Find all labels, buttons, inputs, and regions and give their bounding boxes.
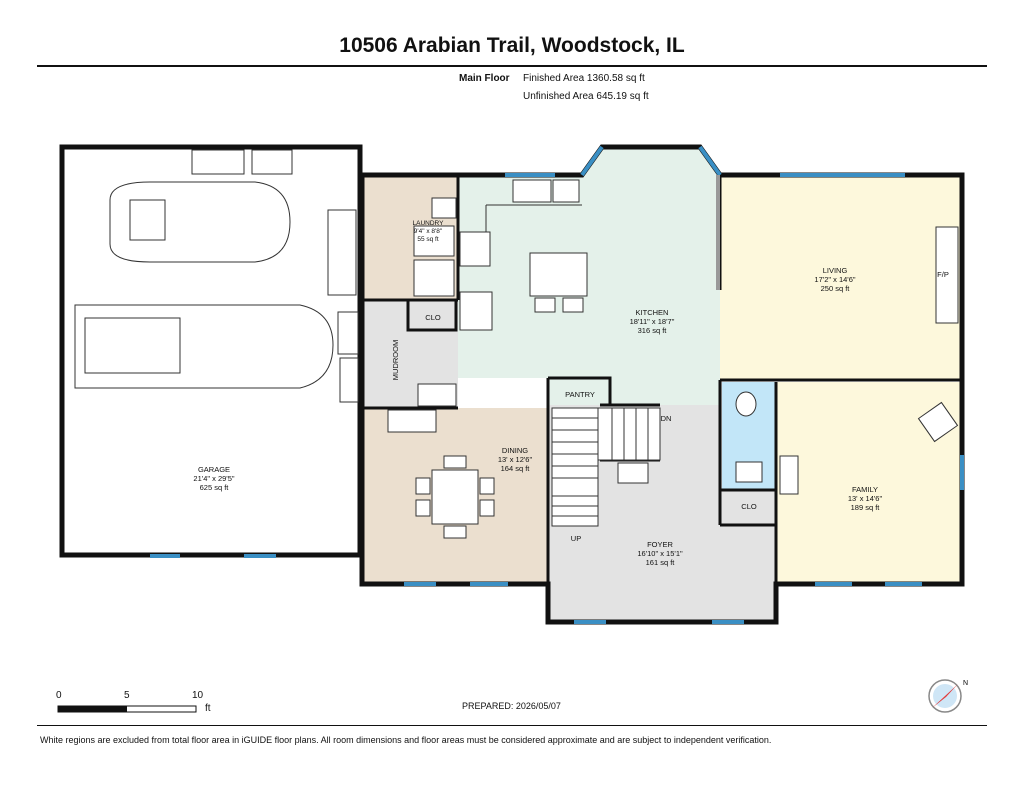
living-fill [720, 175, 962, 380]
svg-text:FAMILY: FAMILY [852, 485, 878, 494]
scale-bar [57, 705, 197, 713]
clo-label-2: CLO [741, 502, 757, 511]
family-label: FAMILY 13' x 14'6" 189 sq ft [848, 485, 883, 512]
clo-label-1: CLO [425, 313, 441, 322]
finished-area: Finished Area 1360.58 sq ft [523, 73, 645, 84]
svg-text:GARAGE: GARAGE [198, 465, 230, 474]
kitchen-label: KITCHEN 18'11" x 18'7" 316 sq ft [630, 308, 675, 335]
svg-text:13' x 12'6": 13' x 12'6" [498, 455, 533, 464]
living-label: LIVING 17'2" x 14'6" 250 sq ft [814, 266, 855, 293]
svg-text:55 sq ft: 55 sq ft [417, 236, 439, 243]
laundry-label: LAUNDRY 9'4" x 8'8" 55 sq ft [413, 220, 445, 243]
windows [150, 145, 964, 624]
svg-text:FOYER: FOYER [647, 540, 673, 549]
prepared-date: PREPARED: 2026/05/07 [462, 701, 561, 711]
scale-unit: ft [205, 703, 211, 714]
svg-text:250 sq ft: 250 sq ft [821, 284, 851, 293]
floor-name: Main Floor [459, 73, 510, 84]
footer-rule [37, 725, 987, 726]
svg-text:161 sq ft: 161 sq ft [646, 558, 676, 567]
dining-label: DINING 13' x 12'6" 164 sq ft [498, 446, 533, 473]
scale-tick-10: 10 [192, 690, 204, 701]
page-title: 10506 Arabian Trail, Woodstock, IL [339, 34, 685, 57]
svg-text:LAUNDRY: LAUNDRY [413, 220, 445, 227]
laundry-fixtures [413, 197, 457, 297]
svg-text:16'10" x 15'1": 16'10" x 15'1" [637, 549, 683, 558]
garage-label: GARAGE 21'4" x 29'5" 625 sq ft [193, 465, 234, 492]
stairs-up-label: UP [571, 534, 581, 543]
kitchen-fill [458, 147, 720, 405]
svg-text:DINING: DINING [502, 446, 528, 455]
svg-text:13' x 14'6": 13' x 14'6" [848, 494, 883, 503]
svg-text:LIVING: LIVING [823, 266, 848, 275]
svg-text:21'4" x 29'5": 21'4" x 29'5" [193, 474, 234, 483]
garage-fixtures [74, 149, 359, 403]
scale-tick-5: 5 [124, 690, 130, 701]
room-fixtures [387, 226, 959, 539]
mudroom-label: MUDROOM [391, 340, 400, 380]
stairs [551, 407, 661, 527]
header-rule [37, 65, 987, 67]
fireplace-label: F/P [937, 270, 949, 279]
scale-tick-0: 0 [56, 690, 62, 701]
footer-note: White regions are excluded from total fl… [40, 735, 772, 745]
svg-text:17'2" x 14'6": 17'2" x 14'6" [814, 275, 855, 284]
svg-text:18'11" x 18'7": 18'11" x 18'7" [630, 317, 675, 326]
unfinished-area: Unfinished Area 645.19 sq ft [523, 91, 649, 102]
svg-text:9'4" x 8'8": 9'4" x 8'8" [414, 228, 443, 235]
svg-text:164 sq ft: 164 sq ft [501, 464, 531, 473]
svg-text:316 sq ft: 316 sq ft [638, 326, 668, 335]
svg-text:KITCHEN: KITCHEN [636, 308, 669, 317]
foyer-label: FOYER 16'10" x 15'1" 161 sq ft [637, 540, 683, 567]
svg-text:189 sq ft: 189 sq ft [851, 503, 881, 512]
compass-label: N [963, 680, 968, 687]
compass-icon: N [928, 679, 968, 713]
kitchen-fixtures [459, 175, 720, 331]
stairs-down-label: DN [661, 414, 672, 423]
pantry-label: PANTRY [565, 390, 595, 399]
svg-text:625 sq ft: 625 sq ft [200, 483, 230, 492]
